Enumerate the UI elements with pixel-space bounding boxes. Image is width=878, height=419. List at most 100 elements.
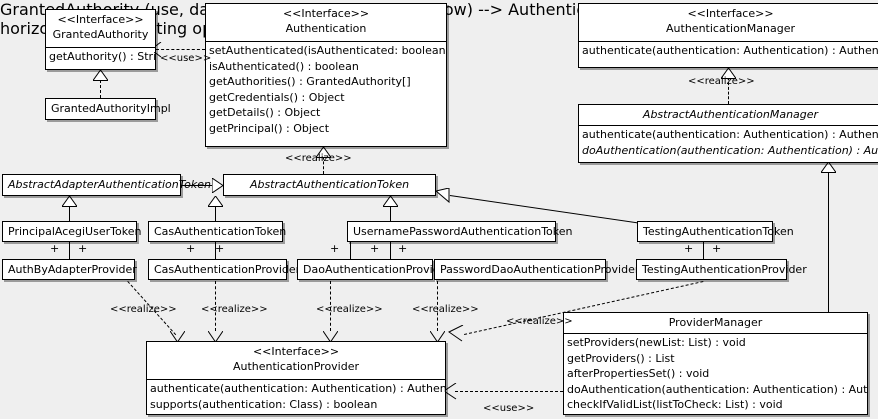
class-name-abstract-adapter-authentication-token: AbstractAdapterAuthenticationToken: [8, 178, 211, 191]
realize-arrowhead-testing-authentication-provider: [448, 324, 464, 347]
class-header-principal-acegi-user-token: PrincipalAcegiUserToken: [3, 222, 142, 241]
generalization-connector-principal-acegi-user-token: [69, 206, 70, 221]
association-multiplicity-left-4: +: [330, 242, 340, 255]
realize-connector-dao-authentication-provider: [330, 281, 331, 331]
association-multiplicity-left-5: +: [684, 242, 694, 255]
class-box-password-dao-authentication-provider[interactable]: PasswordDaoAuthenticationProvider: [434, 259, 640, 280]
association-connector-cas-token-provider: [215, 241, 216, 259]
realize-arrowhead-granted-authority-impl: [93, 70, 108, 81]
generalization-connector-testing-authentication-token: [449, 195, 640, 224]
class-header-authentication-provider: <<Interface>> AuthenticationProvider: [147, 342, 445, 380]
association-multiplicity-right-2: +: [215, 242, 225, 255]
class-header-testing-authentication-token: TestingAuthenticationToken: [638, 222, 794, 241]
class-box-abstract-authentication-manager[interactable]: AbstractAuthenticationManager authentica…: [578, 104, 878, 163]
class-box-authentication-manager[interactable]: <<Interface>> AuthenticationManager auth…: [578, 3, 878, 68]
relation-label-use-granted-authority: <<use>>: [160, 53, 212, 64]
class-member: getAuthorities() : GrantedAuthority[]: [209, 75, 411, 88]
class-member: getAuthority() : String: [49, 50, 155, 63]
class-member: getProviders() : List: [567, 351, 675, 365]
relation-label-realize-abstract-authentication-token: <<realize>>: [285, 153, 352, 164]
relation-label-realize-cas: <<realize>>: [201, 304, 268, 315]
class-name-abstract-authentication-manager: AbstractAuthenticationManager: [642, 108, 819, 121]
class-header-provider-manager: ProviderManager: [564, 313, 867, 334]
class-box-testing-authentication-provider[interactable]: TestingAuthenticationProvider: [636, 259, 807, 280]
class-name-cas-authentication-token: CasAuthenticationToken: [154, 225, 287, 238]
class-members-authentication-provider: authenticate(authentication: Authenticat…: [147, 380, 445, 413]
use-connector-authentication-granted-authority: [156, 49, 205, 50]
class-box-auth-by-adapter-provider[interactable]: AuthByAdapterProvider: [2, 259, 137, 280]
class-header-auth-by-adapter-provider: AuthByAdapterProvider: [3, 260, 137, 279]
class-member: authenticate(authentication: Authenticat…: [150, 382, 445, 395]
class-member: afterPropertiesSet() : void: [567, 367, 710, 380]
class-box-abstract-adapter-authentication-token[interactable]: AbstractAdapterAuthenticationToken: [2, 174, 211, 196]
association-multiplicity-left-2: +: [186, 242, 196, 255]
class-member: authenticate(authentication: Authenticat…: [582, 128, 878, 141]
relation-label-realize-auth-by-adapter: <<realize>>: [110, 304, 177, 315]
generalization-connector-abstract-adapter-token: [181, 185, 214, 186]
class-header-abstract-authentication-manager: AbstractAuthenticationManager: [579, 105, 878, 126]
class-stereotype-authentication-provider: <<Interface>>: [252, 345, 340, 358]
class-name-granted-authority-impl: GrantedAuthorityImpl: [51, 102, 171, 115]
class-member: getPrincipal() : Object: [209, 121, 330, 135]
class-name-testing-authentication-provider: TestingAuthenticationProvider: [642, 263, 807, 276]
class-members-authentication-manager: authenticate(authentication: Authenticat…: [579, 42, 878, 60]
class-box-dao-authentication-provider[interactable]: DaoAuthenticationProvider: [297, 259, 451, 280]
association-connector-principal-token-provider: [69, 241, 70, 259]
class-header-granted-authority: <<Interface>> GrantedAuthority: [46, 10, 155, 48]
class-name-auth-by-adapter-provider: AuthByAdapterProvider: [8, 263, 137, 276]
association-connector-username-token-dao-provider: [390, 241, 391, 259]
class-members-authentication: setAuthenticated(isAuthenticated: boolea…: [206, 42, 446, 137]
generalization-arrowhead-testing-authentication-token: [434, 187, 450, 208]
class-box-cas-authentication-provider[interactable]: CasAuthenticationProvider: [148, 259, 300, 280]
class-header-granted-authority-impl: GrantedAuthorityImpl: [46, 99, 171, 119]
class-name-granted-authority: GrantedAuthority: [52, 28, 149, 41]
association-multiplicity-left-3: +: [370, 242, 380, 255]
class-member: authenticate(authentication: Authenticat…: [582, 44, 878, 57]
class-box-principal-acegi-user-token[interactable]: PrincipalAcegiUserToken: [2, 221, 142, 242]
class-header-username-password-authentication-token: UsernamePasswordAuthenticationToken: [348, 222, 573, 241]
class-box-granted-authority[interactable]: <<Interface>> GrantedAuthority getAuthor…: [45, 9, 156, 70]
class-name-authentication-manager: AuthenticationManager: [666, 22, 795, 35]
class-name-testing-authentication-token: TestingAuthenticationToken: [643, 225, 794, 238]
class-name-username-password-authentication-token: UsernamePasswordAuthenticationToken: [353, 225, 573, 238]
class-member: getDetails() : Object: [209, 106, 321, 119]
class-header-testing-authentication-provider: TestingAuthenticationProvider: [637, 260, 807, 279]
class-box-abstract-authentication-token[interactable]: AbstractAuthenticationToken: [223, 174, 436, 196]
generalization-arrowhead-abstract-adapter-token: [211, 177, 224, 197]
class-box-provider-manager[interactable]: ProviderManager setProviders(newList: Li…: [563, 312, 868, 415]
class-name-authentication: Authentication: [285, 22, 367, 35]
realize-arrowhead-abstract-authentication-token: [316, 147, 331, 158]
class-member: checkIfValidList(listToCheck: List) : vo…: [567, 398, 783, 411]
class-members-abstract-authentication-manager: authenticate(authentication: Authenticat…: [579, 126, 878, 159]
generalization-connector-cas-authentication-token: [215, 206, 216, 221]
class-header-abstract-authentication-token: AbstractAuthenticationToken: [224, 175, 435, 195]
association-multiplicity-right-3: +: [398, 242, 408, 255]
class-member: supports(authentication: Class) : boolea…: [150, 397, 378, 411]
generalization-arrowhead-cas-authentication-token: [208, 196, 223, 207]
class-stereotype-authentication: <<Interface>>: [282, 7, 370, 20]
class-stereotype-granted-authority: <<Interface>>: [57, 13, 144, 26]
class-box-authentication[interactable]: <<Interface>> Authentication setAuthenti…: [205, 3, 447, 147]
class-name-provider-manager: ProviderManager: [668, 316, 763, 329]
class-name-authentication-provider: AuthenticationProvider: [232, 360, 360, 373]
class-box-username-password-authentication-token[interactable]: UsernamePasswordAuthenticationToken: [347, 221, 573, 242]
class-box-cas-authentication-token[interactable]: CasAuthenticationToken: [148, 221, 287, 242]
class-member: setAuthenticated(isAuthenticated: boolea…: [209, 44, 446, 57]
class-member: doAuthentication(authentication: Authent…: [582, 143, 878, 157]
generalization-arrowhead-principal-acegi-user-token: [62, 196, 77, 207]
class-name-principal-acegi-user-token: PrincipalAcegiUserToken: [8, 225, 142, 238]
class-member: doAuthentication(authentication: Authent…: [567, 382, 867, 396]
class-header-password-dao-authentication-provider: PasswordDaoAuthenticationProvider: [435, 260, 640, 279]
class-header-authentication-manager: <<Interface>> AuthenticationManager: [579, 4, 878, 42]
class-box-authentication-provider[interactable]: <<Interface>> AuthenticationProvider aut…: [146, 341, 446, 415]
realize-arrowhead-abstract-authentication-manager: [721, 68, 736, 79]
class-header-dao-authentication-provider: DaoAuthenticationProvider: [298, 260, 451, 279]
realize-connector-password-dao-authentication-provider: [437, 281, 438, 331]
realize-connector-abstract-authentication-manager: [728, 68, 729, 104]
class-box-granted-authority-impl[interactable]: GrantedAuthorityImpl: [45, 98, 171, 120]
class-box-testing-authentication-token[interactable]: TestingAuthenticationToken: [637, 221, 794, 242]
relation-label-realize-testing: <<realize>>: [506, 316, 573, 327]
class-name-password-dao-authentication-provider: PasswordDaoAuthenticationProvider: [440, 263, 640, 276]
relation-label-use-provider-manager: <<use>>: [483, 403, 535, 414]
